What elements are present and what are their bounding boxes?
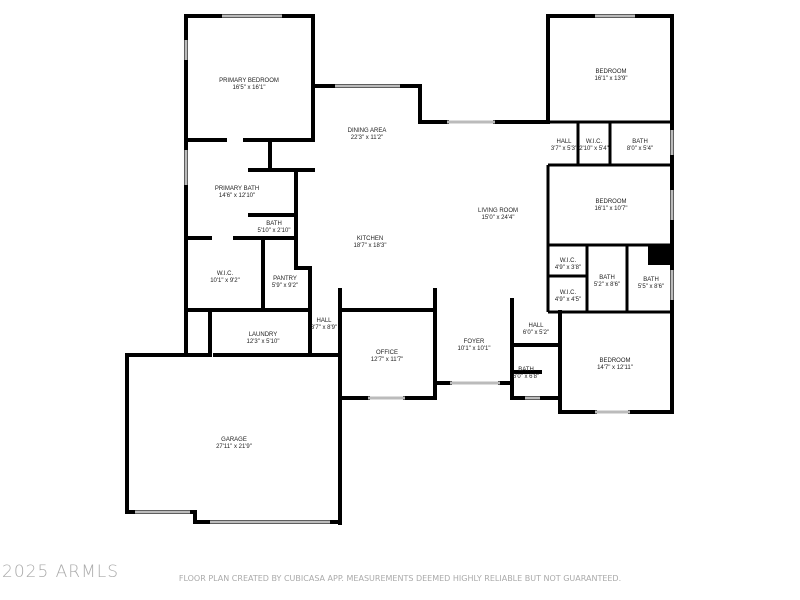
room-wic: W.I.C.2'10" x 5'4" xyxy=(579,139,609,152)
room-wic: W.I.C.10'1" x 9'2" xyxy=(210,271,240,284)
footer-disclaimer: FLOOR PLAN CREATED BY CUBICASA APP. MEAS… xyxy=(178,574,622,583)
column-block xyxy=(648,245,672,265)
walls xyxy=(125,14,674,525)
room-wic: W.I.C.4'9" x 4'5" xyxy=(555,290,581,303)
windows xyxy=(135,14,674,524)
watermark: 2025 ARMLS xyxy=(2,562,120,582)
room-wic: W.I.C.4'9" x 3'8" xyxy=(555,258,581,271)
